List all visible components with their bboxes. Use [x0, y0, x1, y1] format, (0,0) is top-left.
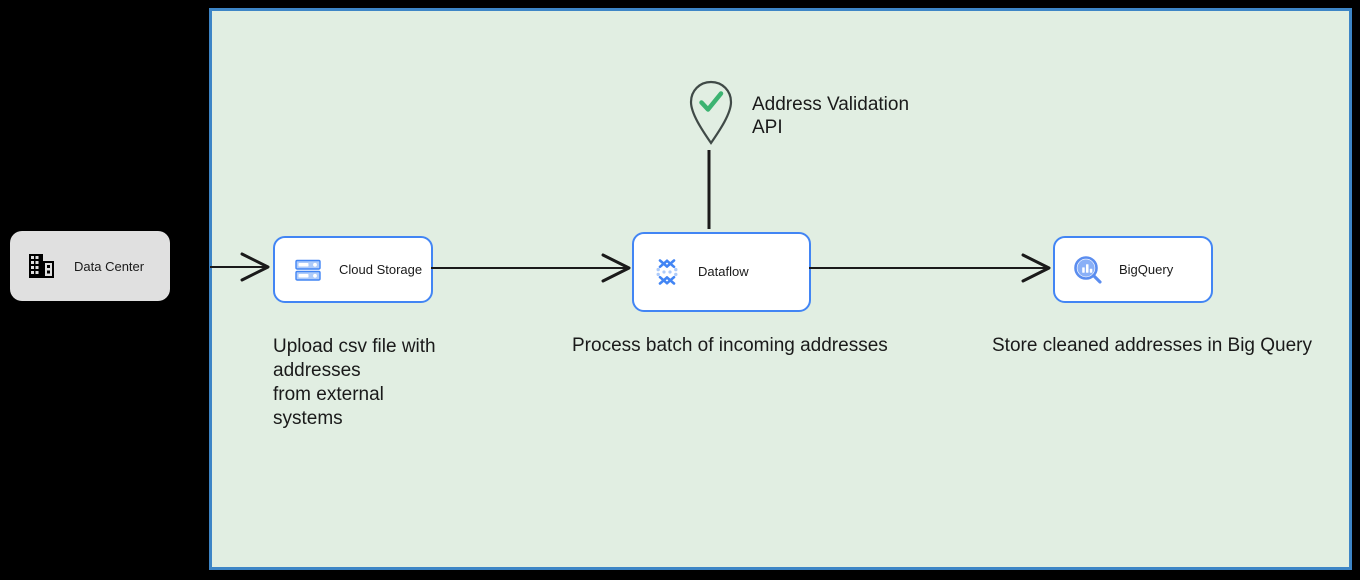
- dataflow-icon: [652, 257, 682, 287]
- node-cloud-storage[interactable]: Cloud Storage: [273, 236, 433, 303]
- node-bigquery-label: BigQuery: [1119, 261, 1174, 277]
- map-pin-check-icon[interactable]: [689, 80, 733, 146]
- node-dataflow[interactable]: Dataflow: [632, 232, 811, 312]
- data-center-building-icon: [28, 252, 56, 280]
- address-validation-api-label: Address Validation API: [752, 94, 910, 138]
- node-data-center[interactable]: Data Center: [10, 231, 170, 301]
- node-cloud-storage-label: Cloud Storage: [339, 261, 423, 277]
- caption-bigquery: Store cleaned addresses in Big Query: [992, 335, 1313, 356]
- caption-cloud-storage: Upload csv file with addresses from exte…: [273, 336, 436, 429]
- node-bigquery[interactable]: BigQuery: [1053, 236, 1213, 303]
- bigquery-icon: [1073, 255, 1103, 285]
- cloud-zone-container: Address Validation API Cloud Storage: [209, 8, 1352, 570]
- caption-dataflow: Process batch of incoming addresses: [572, 335, 888, 356]
- cloud-storage-icon: [293, 255, 323, 285]
- node-data-center-label: Data Center: [74, 258, 145, 274]
- node-dataflow-label: Dataflow: [698, 264, 749, 280]
